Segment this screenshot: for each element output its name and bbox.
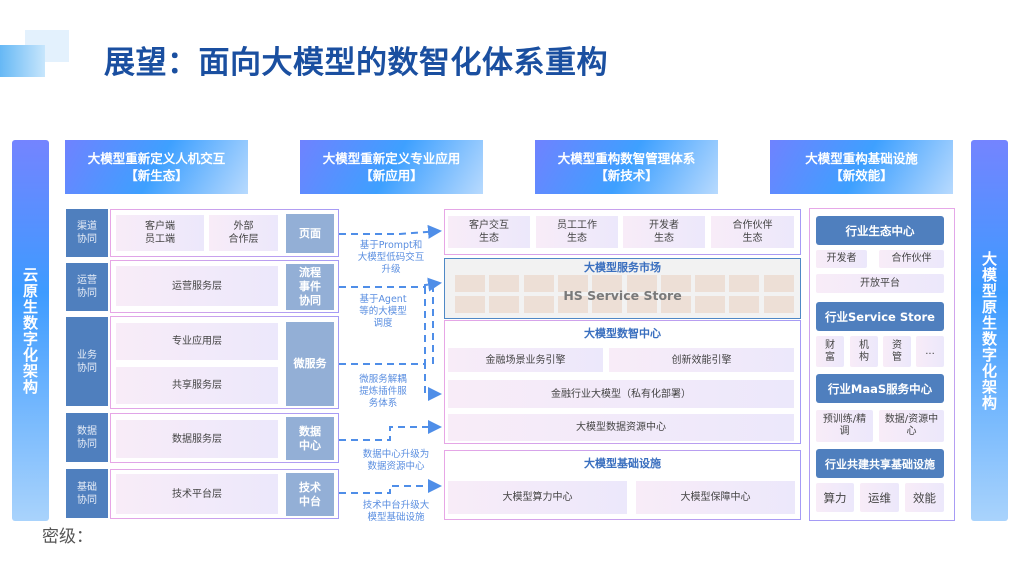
engine-innovation: 创新效能引擎 (609, 348, 794, 372)
service-tile (592, 275, 623, 292)
store-item-wealth: 财 富 (816, 336, 844, 367)
header-title: 大模型重构基础设施 (805, 151, 918, 166)
maas-item-pretrain: 预训练/精 调 (816, 410, 873, 442)
llm-service-market: 大模型服务市场 HS Service Store (444, 258, 801, 319)
llm-assurance-center: 大模型保障中心 (636, 481, 795, 514)
tag-data-center: 数据 中心 (286, 417, 334, 460)
header-subtitle: 【新效能】 (830, 168, 893, 183)
finance-industry-model: 金融行业大模型（私有化部署） (448, 380, 794, 408)
store-item-more: ... (916, 336, 944, 367)
header-new-technology: 大模型重构数智管理体系 【新技术】 (535, 140, 718, 194)
eco-item-partner: 合作伙伴 (879, 250, 944, 268)
tag-process-event: 流程 事件 协同 (286, 264, 334, 310)
row-label-business: 业务 协同 (66, 317, 108, 406)
infra-item-compute: 算力 (816, 483, 854, 512)
header-new-application: 大模型重新定义专业应用 【新应用】 (300, 140, 483, 194)
service-tile (455, 275, 485, 292)
side-bar-label: 大模型原生数字化架构 (980, 250, 998, 411)
service-tile (523, 296, 554, 313)
annotation-data-resource: 数据中心升级为 数据资源中心 (362, 449, 430, 472)
eco-customer: 客户交互 生态 (448, 216, 530, 248)
cell-tech-platform: 技术平台层 (116, 474, 278, 514)
service-tile (626, 275, 657, 292)
cell-shared-service: 共享服务层 (116, 367, 278, 404)
side-bar-label: 云原生数字化架构 (21, 266, 39, 395)
industry-ecosystem-center: 行业生态中心 (816, 216, 944, 245)
tag-microservice: 微服务 (286, 322, 334, 406)
service-tile (592, 296, 623, 313)
service-tile (557, 275, 588, 292)
market-title: 大模型服务市场 (584, 261, 661, 274)
header-title: 大模型重新定义人机交互 (87, 151, 226, 166)
cell-operation-service: 运营服务层 (116, 266, 278, 306)
arrow-prompt (339, 224, 442, 239)
eco-employee: 员工工作 生态 (536, 216, 618, 248)
annotation-llm-infrastructure: 技术中台升级大 模型基础设施 (362, 500, 430, 523)
service-tile (763, 296, 794, 313)
header-subtitle: 【新应用】 (360, 168, 423, 183)
industry-maas-center: 行业MaaS服务中心 (816, 374, 944, 403)
arrow-tech (339, 479, 442, 494)
row-label-channel: 渠道 协同 (66, 209, 108, 257)
service-tile (729, 296, 760, 313)
infra-item-efficiency: 效能 (905, 483, 944, 512)
service-tile (695, 275, 726, 292)
maas-item-data-resource: 数据/资源中 心 (879, 410, 944, 442)
tag-page: 页面 (286, 214, 334, 253)
arrow-agent (339, 277, 442, 292)
service-tile (626, 296, 657, 313)
side-bar-llm-native: 大模型原生数字化架构 (971, 140, 1008, 521)
store-item-institution: 机 构 (850, 336, 878, 367)
industry-service-store: 行业Service Store (816, 302, 944, 331)
header-new-efficiency: 大模型重构基础设施 【新效能】 (770, 140, 953, 194)
arrow-data (339, 420, 442, 441)
service-tile (455, 296, 485, 313)
annotation-plugin-service: 微服务解耦 提炼插件服 务体系 (359, 374, 407, 409)
side-bar-cloud-native: 云原生数字化架构 (12, 140, 49, 521)
header-title: 大模型重构数智管理体系 (557, 151, 696, 166)
service-tile (489, 296, 520, 313)
service-tile (557, 296, 588, 313)
llm-compute-center: 大模型算力中心 (448, 481, 627, 514)
row-label-data: 数据 协同 (66, 413, 108, 462)
tag-tech-middle-platform: 技术 中台 (286, 473, 334, 516)
cell-client-employee: 客户端 员工端 (116, 215, 204, 251)
service-tile (660, 296, 691, 313)
header-title: 大模型重新定义专业应用 (322, 151, 461, 166)
header-subtitle: 【新技术】 (595, 168, 658, 183)
eco-partner: 合作伙伴 生态 (711, 216, 794, 248)
industry-shared-infrastructure: 行业共建共享基础设施 (816, 449, 944, 478)
annotation-agent-scheduling: 基于Agent 等的大模型 调度 (359, 294, 407, 329)
title-decoration (0, 45, 45, 77)
page-title: 展望：面向大模型的数智化体系重构 (104, 45, 608, 81)
open-platform: 开放平台 (816, 274, 944, 293)
row-label-operation: 运营 协同 (66, 263, 108, 311)
annotation-prompt-upgrade: 基于Prompt和 大模型低码交互 升级 (357, 240, 425, 275)
engine-finance-scenario: 金融场景业务引擎 (448, 348, 603, 372)
service-tile (660, 275, 691, 292)
security-level-label: 密级： (42, 527, 93, 547)
eco-developer: 开发者 生态 (623, 216, 705, 248)
cell-external-partner: 外部 合作层 (209, 215, 278, 251)
infra-title: 大模型基础设施 (584, 457, 661, 470)
market-store-name: HS Service Store (563, 288, 682, 303)
header-subtitle: 【新生态】 (125, 168, 188, 183)
cell-professional-app: 专业应用层 (116, 323, 278, 360)
service-tile (695, 296, 726, 313)
service-tile (489, 275, 520, 292)
header-new-ecosystem: 大模型重新定义人机交互 【新生态】 (65, 140, 248, 194)
store-item-asset-mgmt: 资 管 (883, 336, 911, 367)
eco-item-developer: 开发者 (816, 250, 867, 268)
infra-item-ops: 运维 (860, 483, 899, 512)
service-tile (729, 275, 760, 292)
cell-data-service: 数据服务层 (116, 420, 278, 458)
service-tile (523, 275, 554, 292)
center-title: 大模型数智中心 (584, 327, 661, 340)
service-tile (763, 275, 794, 292)
llm-data-resource-center: 大模型数据资源中心 (448, 414, 794, 441)
row-label-infrastructure: 基础 协同 (66, 469, 108, 518)
